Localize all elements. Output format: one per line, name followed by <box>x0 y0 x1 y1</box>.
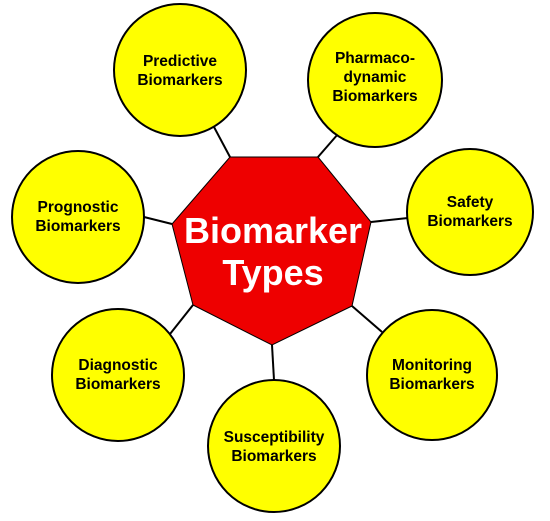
connector-safety <box>370 217 409 223</box>
node-diagnostic-label-1: Diagnostic <box>78 357 158 374</box>
node-susceptibility-circle <box>207 379 341 513</box>
node-susceptibility-label-2: Biomarkers <box>231 448 316 465</box>
node-predictive-label-1: Predictive <box>143 53 217 70</box>
node-monitoring-label-1: Monitoring <box>392 357 472 374</box>
connector-predictive <box>213 126 231 158</box>
node-predictive: Predictive Biomarkers <box>113 3 247 137</box>
connector-lines <box>143 126 409 381</box>
biomarker-nodes: Predictive Biomarkers Pharmaco- dynamic … <box>11 3 534 513</box>
node-pharmacodynamic-label-3: Biomarkers <box>332 88 417 105</box>
connector-monitoring <box>351 305 383 333</box>
node-prognostic-label-1: Prognostic <box>38 199 119 216</box>
node-monitoring-circle <box>366 309 498 441</box>
node-diagnostic: Diagnostic Biomarkers <box>51 308 185 442</box>
center-label-line-2: Types <box>222 252 323 293</box>
node-diagnostic-circle <box>51 308 185 442</box>
node-safety-circle <box>406 148 534 276</box>
connector-prognostic <box>143 216 173 225</box>
node-prognostic-label-2: Biomarkers <box>35 218 120 235</box>
node-safety-label-2: Biomarkers <box>427 213 512 230</box>
node-susceptibility-label-1: Susceptibility <box>224 429 325 446</box>
node-monitoring: Monitoring Biomarkers <box>366 309 498 441</box>
connector-diagnostic <box>169 304 194 335</box>
node-safety-label-1: Safety <box>447 194 494 211</box>
node-prognostic: Prognostic Biomarkers <box>11 150 145 284</box>
node-diagnostic-label-2: Biomarkers <box>75 376 160 393</box>
node-predictive-circle <box>113 3 247 137</box>
node-monitoring-label-2: Biomarkers <box>389 376 474 393</box>
center-label-line-1: Biomarker <box>184 210 362 251</box>
connector-susceptibility <box>271 344 275 381</box>
node-safety: Safety Biomarkers <box>406 148 534 276</box>
center-heptagon <box>171 156 372 346</box>
node-pharmacodynamic-label-1: Pharmaco- <box>335 50 415 67</box>
node-pharmacodynamic-circle <box>307 12 443 148</box>
node-predictive-label-2: Biomarkers <box>137 72 222 89</box>
node-prognostic-circle <box>11 150 145 284</box>
connector-pharmacodynamic <box>317 133 339 158</box>
node-pharmacodynamic: Pharmaco- dynamic Biomarkers <box>307 12 443 148</box>
node-pharmacodynamic-label-2: dynamic <box>344 69 407 86</box>
node-susceptibility: Susceptibility Biomarkers <box>207 379 341 513</box>
